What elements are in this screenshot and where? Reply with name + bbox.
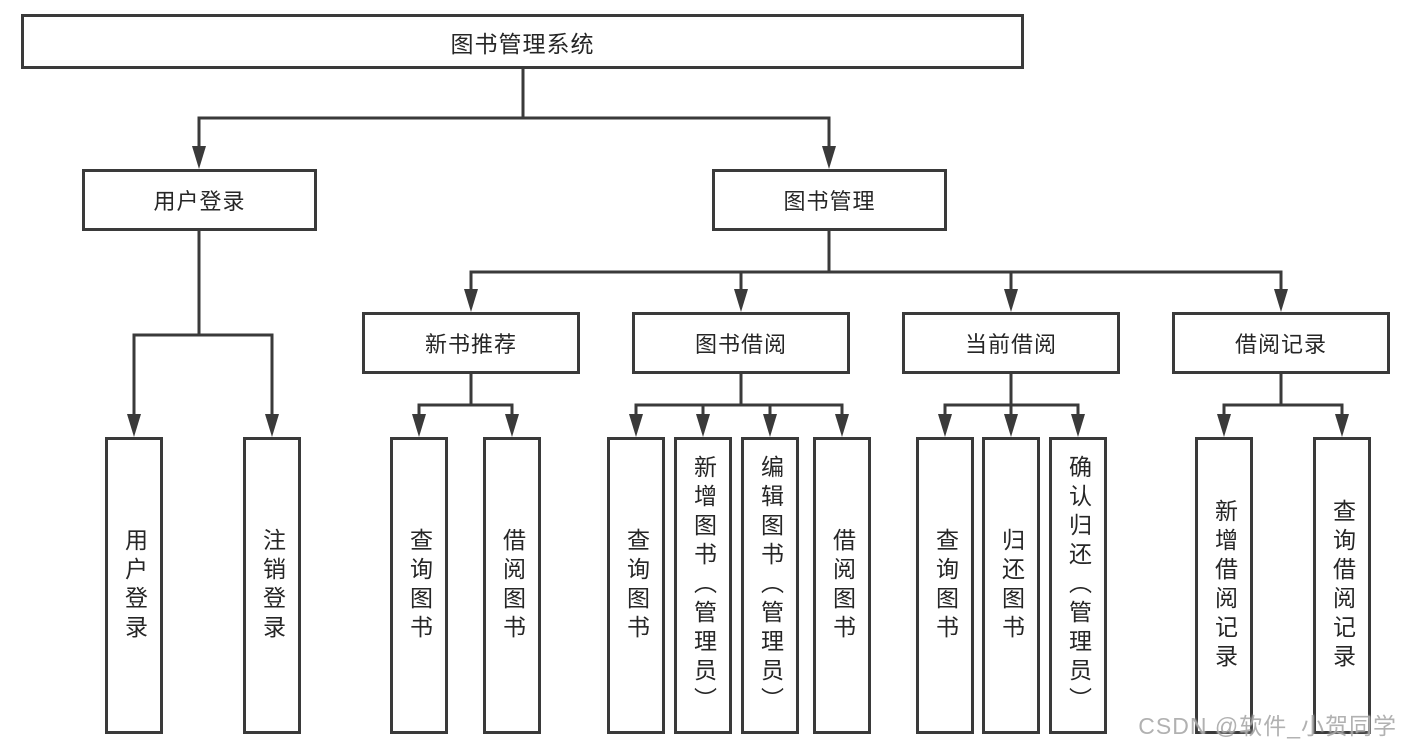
node-book-management-label: 图书管理 — [783, 189, 876, 214]
connector-records-to-leaves — [1217, 374, 1349, 437]
leaf-return-books-label: 归还图书 — [998, 527, 1025, 644]
leaf-add-books-admin-label: 新增图书（管理员） — [690, 455, 717, 716]
node-book-management: 图书管理 — [712, 169, 947, 231]
leaf-search-books-recommend: 查询图书 — [390, 437, 448, 734]
connector-userlogin-to-leaves — [127, 231, 279, 437]
leaf-add-borrow-record: 新增借阅记录 — [1195, 437, 1253, 734]
leaf-search-borrow-record-label: 查询借阅记录 — [1329, 498, 1356, 673]
leaf-confirm-return-admin-label: 确认归还（管理员） — [1065, 455, 1092, 716]
leaf-search-books-current-label: 查询图书 — [932, 527, 959, 644]
leaf-logout: 注销登录 — [243, 437, 301, 734]
node-user-login-label: 用户登录 — [153, 189, 246, 214]
leaf-confirm-return-admin: 确认归还（管理员） — [1049, 437, 1107, 734]
leaf-search-books-recommend-label: 查询图书 — [406, 527, 433, 644]
node-book-borrowing-label: 图书借阅 — [694, 332, 787, 357]
node-root-label: 图书管理系统 — [450, 30, 595, 57]
node-current-borrowing-label: 当前借阅 — [964, 332, 1057, 357]
node-root: 图书管理系统 — [21, 14, 1024, 69]
connector-newbook-to-leaves — [412, 374, 519, 437]
leaf-add-books-admin: 新增图书（管理员） — [674, 437, 732, 734]
leaf-search-books-current: 查询图书 — [916, 437, 974, 734]
leaf-search-books-borrowing-label: 查询图书 — [623, 527, 650, 644]
leaf-borrow-books-recommend-label: 借阅图书 — [499, 527, 526, 644]
leaf-borrow-books-borrowing-label: 借阅图书 — [829, 527, 856, 644]
csdn-watermark: CSDN @软件_小贺同学 — [1138, 713, 1397, 739]
connector-bookmgmt-to-level3 — [464, 231, 1288, 312]
node-new-book-recommend-label: 新书推荐 — [424, 332, 517, 357]
leaf-return-books: 归还图书 — [982, 437, 1040, 734]
leaf-search-borrow-record: 查询借阅记录 — [1313, 437, 1371, 734]
node-book-borrowing: 图书借阅 — [632, 312, 850, 374]
leaf-borrow-books-recommend: 借阅图书 — [483, 437, 541, 734]
leaf-edit-books-admin-label: 编辑图书（管理员） — [757, 455, 784, 716]
leaf-search-books-borrowing: 查询图书 — [607, 437, 665, 734]
leaf-borrow-books-borrowing: 借阅图书 — [813, 437, 871, 734]
node-new-book-recommend: 新书推荐 — [362, 312, 580, 374]
leaf-user-login: 用户登录 — [105, 437, 163, 734]
node-user-login: 用户登录 — [82, 169, 317, 231]
connector-borrow-to-leaves — [629, 374, 849, 437]
connector-current-to-leaves — [938, 374, 1085, 437]
node-borrowing-records-label: 借阅记录 — [1234, 332, 1327, 357]
leaf-add-borrow-record-label: 新增借阅记录 — [1211, 498, 1238, 673]
node-current-borrowing: 当前借阅 — [902, 312, 1120, 374]
leaf-edit-books-admin: 编辑图书（管理员） — [741, 437, 799, 734]
connector-root-to-level2 — [192, 69, 836, 169]
leaf-logout-label: 注销登录 — [259, 527, 286, 644]
leaf-user-login-label: 用户登录 — [121, 527, 148, 644]
node-borrowing-records: 借阅记录 — [1172, 312, 1390, 374]
